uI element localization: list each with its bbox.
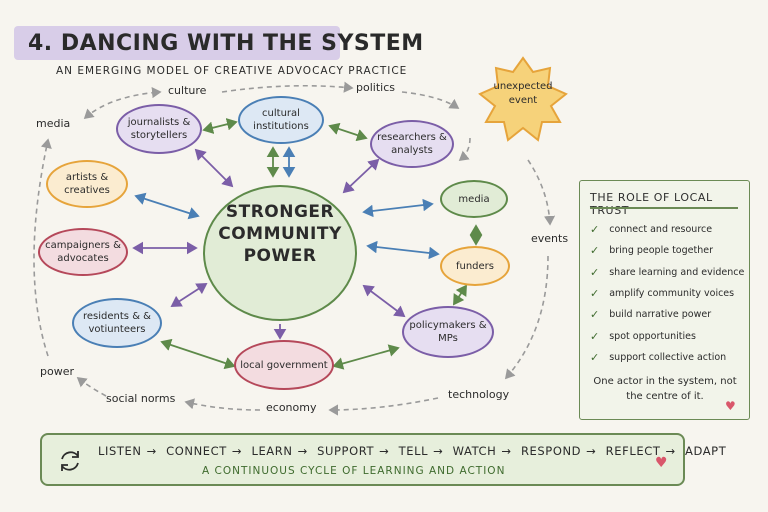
arrow-right-icon: → <box>379 444 390 458</box>
cycle-step: LEARN <box>251 444 293 458</box>
cycle-step: ADAPT <box>684 444 727 458</box>
trust-item-label: share learning and evidence <box>609 266 745 278</box>
node-local-government: local government <box>234 340 334 390</box>
trust-underline <box>590 207 738 209</box>
label-economy: economy <box>266 401 317 414</box>
list-item: ✓ connect and resource <box>590 219 744 240</box>
node-journalists: journalists & storytellers <box>116 104 202 154</box>
cycle-step: REFLECT <box>605 444 661 458</box>
trust-item-label: support collective action <box>609 351 727 363</box>
trust-title: THE ROLE OF LOCAL TRUST <box>590 191 713 217</box>
trust-item-label: bring people together <box>609 245 713 257</box>
page-title: 4. DANCING WITH THE SYSTEM <box>28 31 424 56</box>
label-technology: technology <box>448 388 510 401</box>
list-item: ✓ amplify community voices <box>590 283 744 304</box>
check-icon: ✓ <box>590 223 600 237</box>
heart-icon: ♥ <box>655 455 668 471</box>
cycle-step: WATCH <box>452 444 497 458</box>
node-residents: residents & & votiunteers <box>72 298 162 348</box>
node-residents-label: residents & & votiunteers <box>83 311 151 335</box>
node-funders: funders <box>440 246 510 286</box>
trust-item-label: connect and resource <box>609 224 713 236</box>
node-journalists-label: journalists & storytellers <box>127 117 191 141</box>
list-item: ✓ spot opportunities <box>590 325 744 346</box>
arrow-right-icon: → <box>665 444 676 458</box>
node-campaigners: campaigners & advocates <box>38 228 128 276</box>
cycle-banner: LISTEN → CONNECT → LEARN → SUPPORT → TELL → W… <box>40 433 726 486</box>
trust-list: ✓ connect and resource ✓ bring people toge… <box>590 219 744 368</box>
list-item: ✓ bring people together <box>590 240 744 261</box>
node-researchers: researchers & analysts <box>370 120 454 168</box>
trust-item-label: amplify community voices <box>609 288 735 300</box>
label-culture: culture <box>168 84 207 97</box>
center-node: STRONGER COMMUNITY POWER <box>203 185 357 321</box>
check-icon: ✓ <box>590 265 600 279</box>
local-trust-panel: THE ROLE OF LOCAL TRUST ✓ connect and res… <box>579 180 750 420</box>
list-item: ✓ build narrative power <box>590 304 744 325</box>
node-artists-label: artists & creatives <box>64 172 110 196</box>
check-icon: ✓ <box>590 308 600 322</box>
check-icon: ✓ <box>590 244 600 258</box>
cycle-step: SUPPORT <box>317 444 375 458</box>
trust-note: One actor in the system, not the centre … <box>593 376 737 402</box>
arrow-right-icon: → <box>231 444 243 458</box>
node-cultural-label: cultural institutions <box>253 108 309 132</box>
label-social-norms: social norms <box>106 392 176 405</box>
cycle-step: CONNECT <box>166 444 227 458</box>
cycle-subtitle: A CONTINUOUS CYCLE OF LEARNING AND ACTIO… <box>202 465 506 477</box>
node-cultural-institutions: cultural institutions <box>238 96 324 144</box>
cycle-steps: LISTEN → CONNECT → LEARN → SUPPORT → TELL → W… <box>98 444 726 458</box>
label-power: power <box>40 365 74 378</box>
label-media: media <box>36 117 71 130</box>
unexpected-event-label: unexpected event <box>493 81 553 106</box>
node-researchers-label: researchers & analysts <box>377 132 447 156</box>
refresh-cycle-icon <box>61 451 79 471</box>
arrow-right-icon: → <box>501 444 512 458</box>
spoke-arrows <box>132 118 483 370</box>
label-politics: politics <box>356 81 395 94</box>
arrow-right-icon: → <box>586 444 597 458</box>
node-funders-label: funders <box>455 260 495 272</box>
list-item: ✓ support collective action <box>590 347 744 368</box>
heart-icon: ♥ <box>725 399 736 413</box>
node-media-label: media <box>458 193 490 205</box>
list-item: ✓ share learning and evidence <box>590 262 744 283</box>
node-artists: artists & creatives <box>46 160 128 208</box>
page-subtitle: AN EMERGING MODEL OF CREATIVE ADVOCACY P… <box>56 65 408 77</box>
check-icon: ✓ <box>590 350 600 364</box>
trust-item-label: spot opportunities <box>609 330 696 342</box>
arrow-right-icon: → <box>297 444 308 458</box>
cycle-step: TELL <box>398 444 429 458</box>
cycle-step: RESPOND <box>520 444 582 458</box>
check-icon: ✓ <box>590 329 600 343</box>
outer-cycle-arrows <box>33 81 556 416</box>
node-media: media <box>440 180 508 218</box>
unexpected-event-burst <box>478 56 568 142</box>
cycle-step: LISTEN <box>98 444 142 458</box>
node-local-government-label: local government <box>240 359 328 371</box>
title-highlight <box>14 26 340 60</box>
check-icon: ✓ <box>590 287 600 301</box>
node-policymakers-label: policymakers & MPs <box>409 320 487 344</box>
node-campaigners-label: campaigners & advocates <box>45 240 121 264</box>
arrow-right-icon: → <box>146 444 157 458</box>
arrow-right-icon: → <box>433 444 444 458</box>
node-policymakers: policymakers & MPs <box>402 306 494 358</box>
label-events: events <box>531 232 569 245</box>
trust-item-label: build narrative power <box>609 309 712 321</box>
center-title: STRONGER COMMUNITY POWER <box>218 202 342 266</box>
